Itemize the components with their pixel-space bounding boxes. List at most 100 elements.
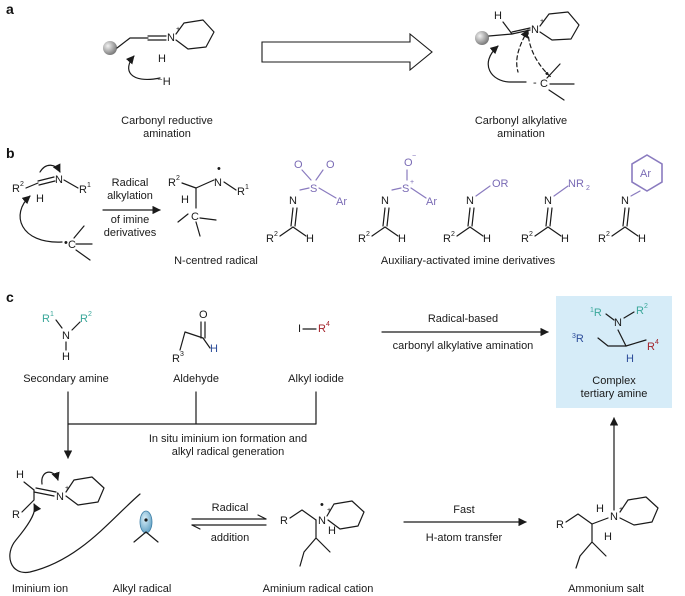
svg-text:R: R xyxy=(598,233,606,245)
svg-text:R: R xyxy=(12,509,20,521)
svg-text:N: N xyxy=(621,195,629,207)
svg-text:+: + xyxy=(176,26,180,33)
svg-text:H: H xyxy=(62,351,70,363)
svg-text:H: H xyxy=(561,233,569,245)
panel-c-alkyl-radical-label: Alkyl radical xyxy=(113,583,172,595)
svg-text:R: R xyxy=(280,515,288,527)
svg-text:-: - xyxy=(533,77,537,89)
svg-text:1R: 1R xyxy=(590,307,602,319)
svg-text:NR: NR xyxy=(568,178,584,190)
panel-c-in-situ-1: In situ iminium ion formation and xyxy=(149,433,307,445)
svg-text:+: + xyxy=(540,18,544,25)
panel-b-arrow-bottom-1: of imine xyxy=(111,214,150,226)
panel-a-open-arrow xyxy=(261,32,433,72)
svg-text:R: R xyxy=(42,313,50,325)
svg-text:R: R xyxy=(172,353,180,365)
svg-text:+: + xyxy=(65,485,69,492)
svg-text:N: N xyxy=(531,24,539,36)
svg-text:H: H xyxy=(181,194,189,206)
svg-text:2: 2 xyxy=(606,231,610,238)
svg-text:R: R xyxy=(266,233,274,245)
svg-text:H: H xyxy=(483,233,491,245)
svg-text:3R: 3R xyxy=(572,333,584,345)
svg-text:−: − xyxy=(412,153,416,160)
panel-c-equilibrium-arrows xyxy=(191,514,267,530)
svg-text:C: C xyxy=(191,211,199,223)
svg-text:H: H xyxy=(596,503,604,515)
panel-a-left-caption-2: amination xyxy=(143,128,191,140)
panel-c-addition-bottom: addition xyxy=(211,532,250,544)
panel-c-in-situ-2: alkyl radical generation xyxy=(172,446,285,458)
svg-text:N: N xyxy=(289,195,297,207)
svg-text:C: C xyxy=(68,239,76,251)
svg-text:H: H xyxy=(306,233,314,245)
svg-text:R: R xyxy=(358,233,366,245)
svg-text:N: N xyxy=(56,491,64,503)
svg-text:I: I xyxy=(298,323,301,335)
panel-b-arrow-top-1: Radical xyxy=(112,177,149,189)
svg-text:2: 2 xyxy=(88,311,92,318)
panel-c-aminium-label: Aminium radical cation xyxy=(263,583,374,595)
svg-text:1: 1 xyxy=(245,184,249,191)
product-highlight-box xyxy=(556,296,672,408)
svg-text:R: R xyxy=(12,183,20,195)
svg-text:2: 2 xyxy=(529,231,533,238)
panel-c-merge-lines xyxy=(63,391,317,459)
svg-text:H: H xyxy=(16,469,24,481)
svg-text:•: • xyxy=(217,163,221,175)
svg-text:2: 2 xyxy=(586,185,590,192)
panel-b-arrow-top-2: alkylation xyxy=(107,190,153,202)
svg-text:2: 2 xyxy=(274,231,278,238)
panel-c-arrow-top-label: Radical-based xyxy=(428,313,498,325)
svg-text:O: O xyxy=(326,159,335,171)
panel-a-right-caption-2: amination xyxy=(497,128,545,140)
svg-text:1: 1 xyxy=(50,311,54,318)
panel-c-secondary-amine-label: Secondary amine xyxy=(23,373,109,385)
panel-c-ammonium-label: Ammonium salt xyxy=(568,583,644,595)
panel-c-hat-top: Fast xyxy=(453,504,474,516)
svg-text:+: + xyxy=(410,179,414,186)
svg-text:H: H xyxy=(398,233,406,245)
panel-c-arrow-bottom-label: carbonyl alkylative amination xyxy=(393,340,534,352)
svg-text:•: • xyxy=(64,237,68,249)
panel-label-b: b xyxy=(6,145,15,161)
panel-a-left-caption-1: Carbonyl reductive xyxy=(121,115,213,127)
svg-text:•: • xyxy=(320,499,324,511)
panel-c-alkyl-radical xyxy=(133,510,159,543)
svg-text:R: R xyxy=(237,186,245,198)
svg-text:O: O xyxy=(294,159,303,171)
svg-text:N: N xyxy=(466,195,474,207)
svg-text:R: R xyxy=(647,341,655,353)
svg-text:OR: OR xyxy=(492,178,509,190)
panel-c-alkyl-iodide-label: Alkyl iodide xyxy=(288,373,344,385)
panel-c-aldehyde-label: Aldehyde xyxy=(173,373,219,385)
svg-text:R: R xyxy=(521,233,529,245)
svg-text:R: R xyxy=(556,519,564,531)
svg-text:N: N xyxy=(318,515,326,527)
svg-text:4: 4 xyxy=(326,321,330,328)
svg-text:R: R xyxy=(79,184,87,196)
svg-text:H: H xyxy=(328,525,336,537)
svg-text:H: H xyxy=(210,343,218,355)
svg-text:⁻H: ⁻H xyxy=(157,76,171,88)
svg-text:N: N xyxy=(55,174,63,186)
svg-text:+: + xyxy=(327,507,331,514)
svg-text:H: H xyxy=(626,353,634,365)
svg-text:S: S xyxy=(310,183,317,195)
svg-text:R: R xyxy=(636,305,644,317)
panel-c-addition-top: Radical xyxy=(212,502,249,514)
panel-label-a: a xyxy=(6,1,14,17)
panel-c-iminium-label: Iminium ion xyxy=(12,583,68,595)
svg-text:3: 3 xyxy=(180,351,184,358)
svg-text:Ar: Ar xyxy=(640,168,651,180)
svg-text:R: R xyxy=(318,323,326,335)
